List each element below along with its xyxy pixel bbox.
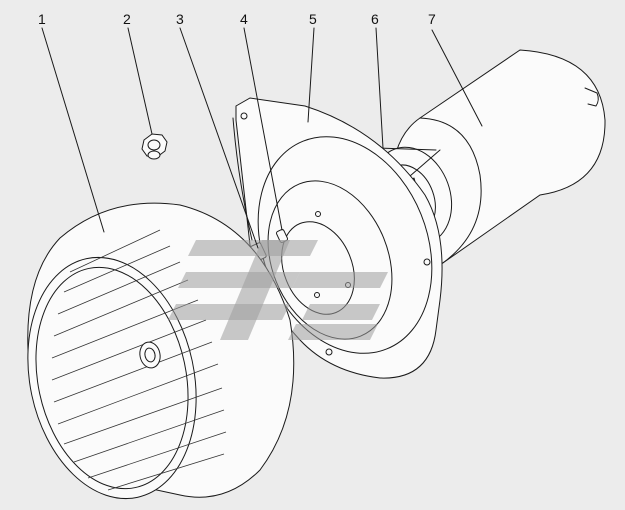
watermark-logo (168, 240, 388, 340)
callout-1: 1 (38, 11, 46, 27)
callout-3: 3 (176, 11, 184, 27)
callout-numbers: 1 2 3 4 5 6 7 (38, 11, 436, 27)
callout-7: 7 (428, 11, 436, 27)
callout-2: 2 (123, 11, 131, 27)
callout-6: 6 (371, 11, 379, 27)
leader-lines (41, 27, 483, 249)
callout-4: 4 (240, 11, 248, 27)
gasket-edge (232, 117, 253, 241)
hex-nut (141, 133, 168, 160)
callout-5: 5 (309, 11, 317, 27)
